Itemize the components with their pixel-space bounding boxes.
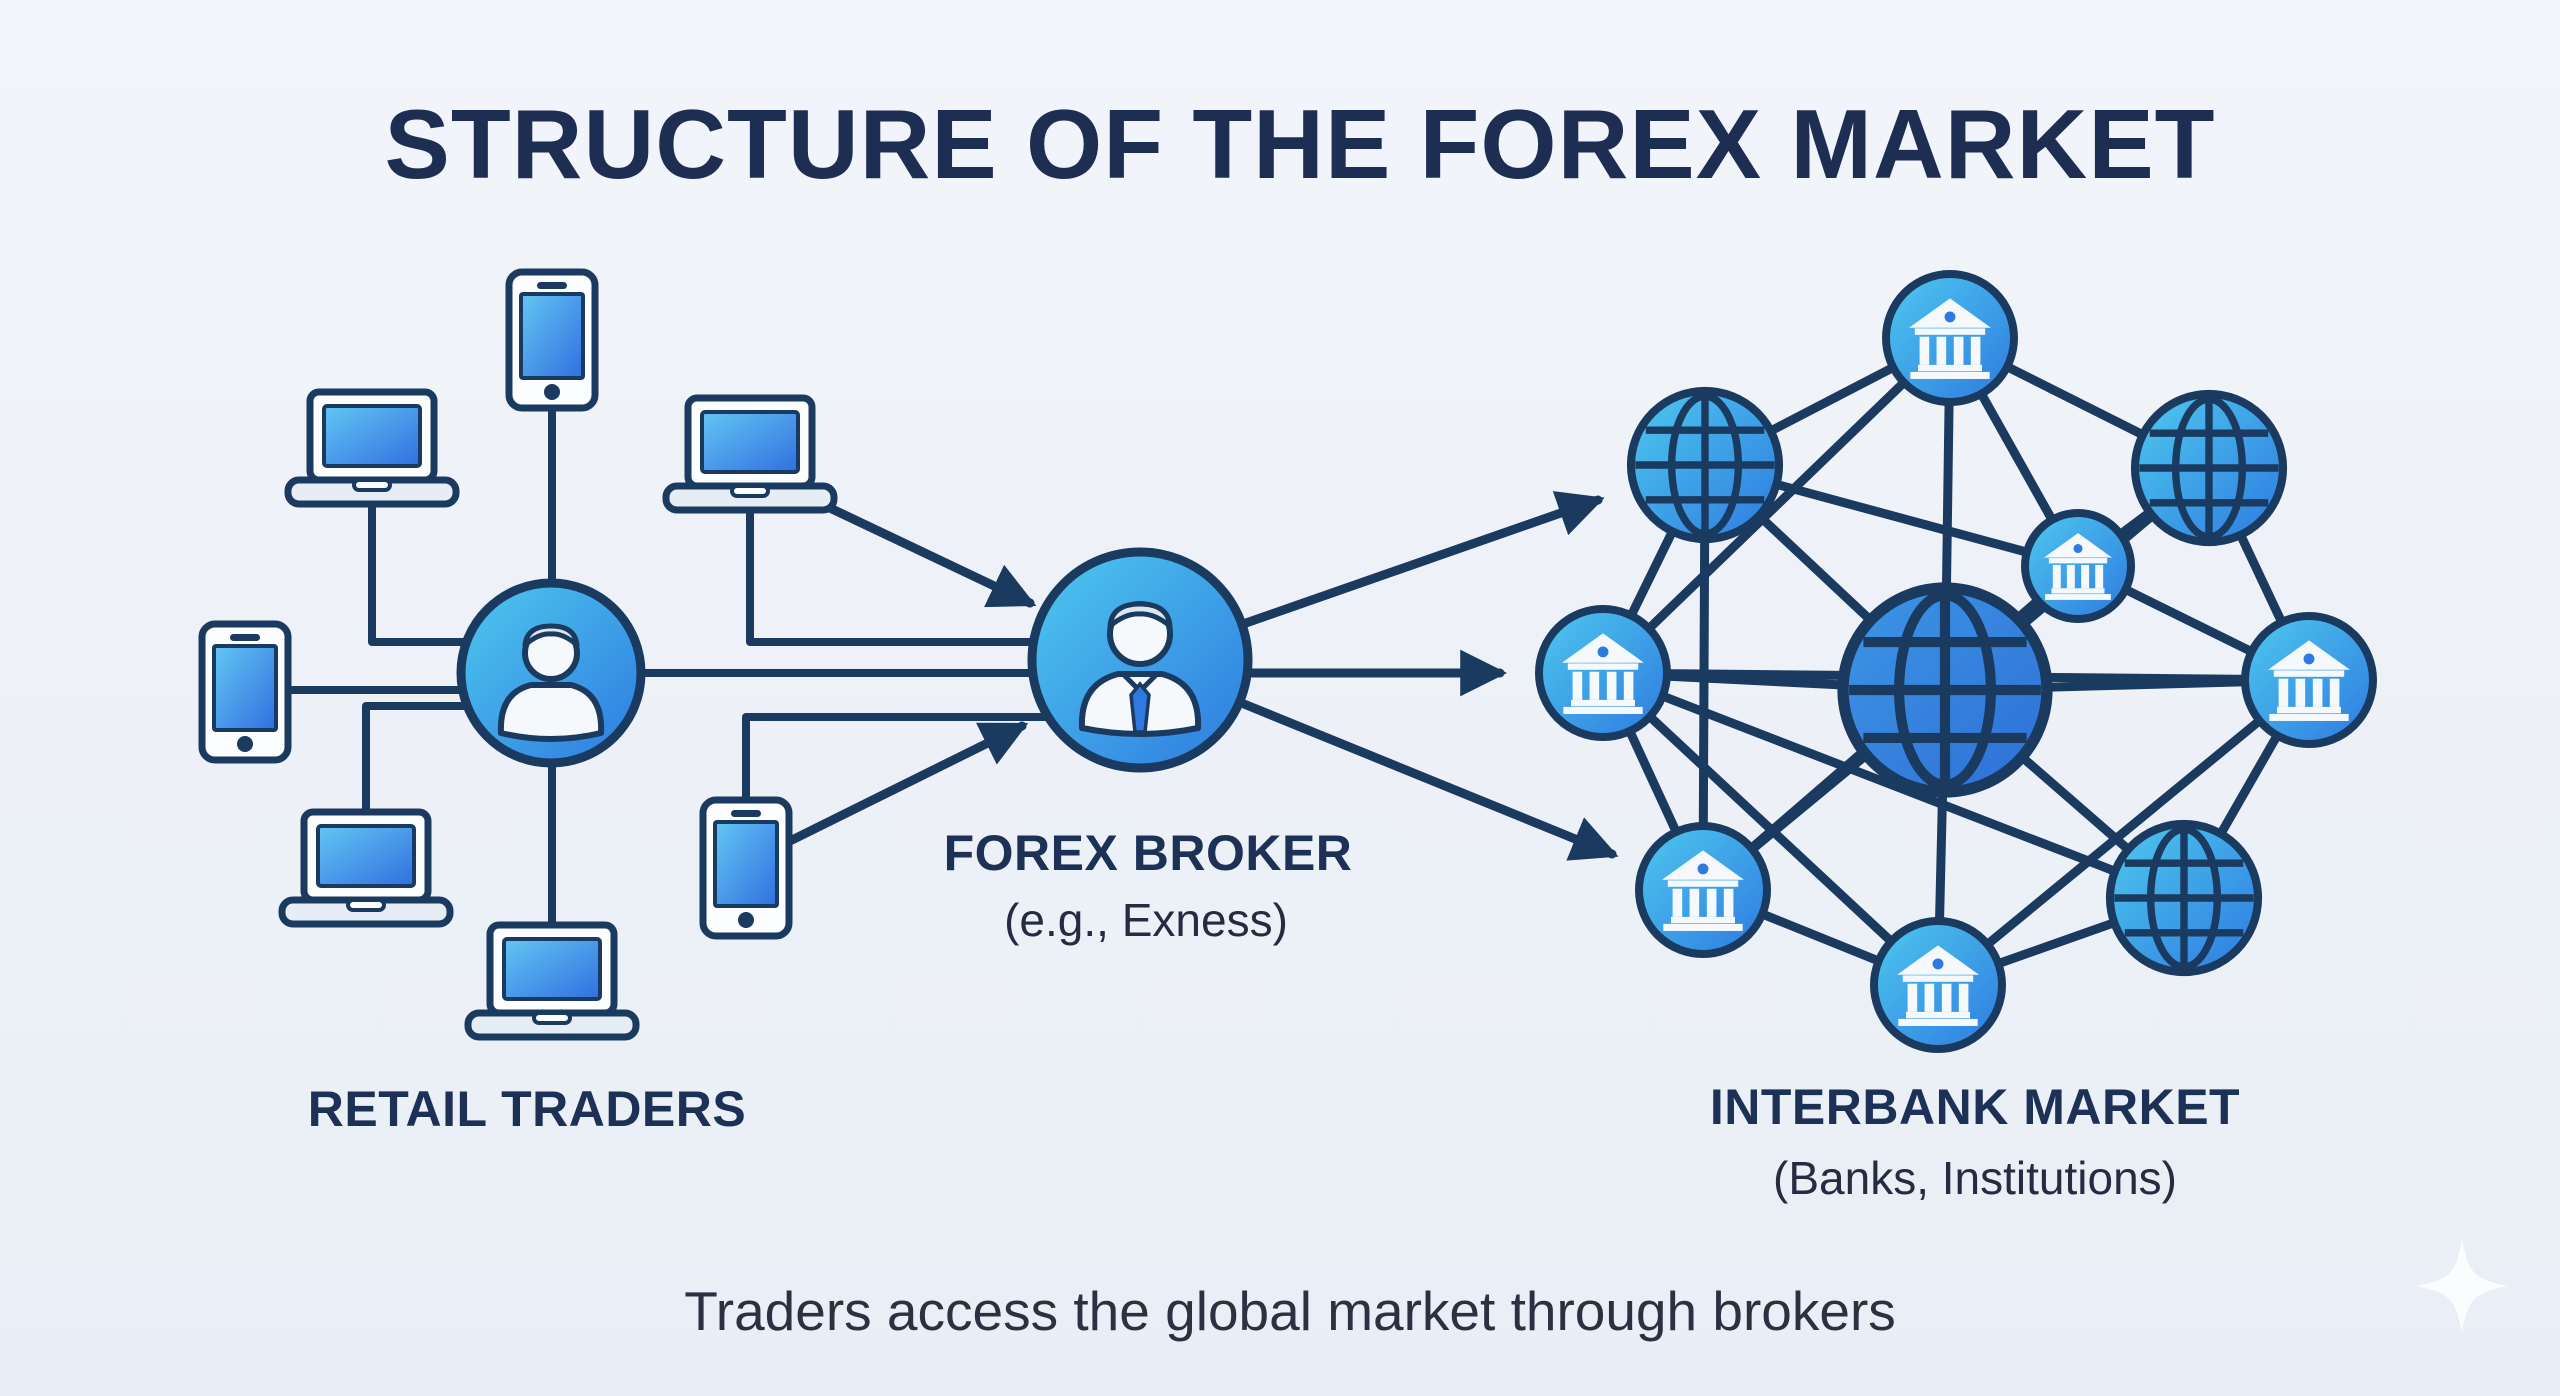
smartphone-icon (198, 620, 292, 764)
interbank-market-label: INTERBANK MARKET (1710, 1079, 2240, 1135)
connector-line (742, 713, 1069, 806)
bank-node bank-icon (1635, 822, 1771, 958)
flow-arrow (787, 721, 1029, 845)
flow-arrow (825, 503, 1037, 608)
flow-arrow (1241, 491, 1605, 628)
laptop-icon (278, 808, 454, 928)
connector-line (362, 702, 509, 822)
flow-arrow (1239, 699, 1619, 861)
laptop-icon (464, 921, 640, 1041)
bank-node bank-icon (1882, 270, 2018, 406)
diagram-labels: STRUCTURE OF THE FOREX MARKET FOREX BROK… (308, 89, 2240, 1342)
retail-hub-avatar person-icon (456, 578, 646, 768)
bank-node bank-icon (1870, 917, 2006, 1053)
globe-center-node globe-icon (1837, 582, 2053, 798)
interbank-sublabel: (Banks, Institutions) (1773, 1152, 2177, 1204)
diagram-nodes (456, 270, 2377, 1053)
globe-node globe-icon (2130, 389, 2288, 547)
network-edge (1933, 675, 2314, 990)
bank-node bank-icon (2241, 612, 2377, 748)
bank-node bank-icon (2021, 509, 2135, 623)
laptop-icon (662, 394, 838, 514)
retail-traders-label: RETAIL TRADERS (308, 1081, 747, 1137)
page-title: STRUCTURE OF THE FOREX MARKET (384, 89, 2215, 199)
broker-avatar business-person-icon (1027, 547, 1253, 773)
footer-caption: Traders access the global market through… (684, 1280, 1896, 1342)
connector-line (746, 508, 1069, 646)
smartphone-icon (505, 268, 599, 412)
retail-devices (198, 268, 838, 1041)
smartphone-icon (699, 796, 793, 940)
retail-connector-lines (286, 404, 1069, 934)
broker-label: FOREX BROKER (944, 825, 1353, 881)
sparkle-icon (2416, 1240, 2508, 1332)
laptop-icon (284, 388, 460, 508)
broker-sublabel: (e.g., Exness) (1004, 894, 1288, 946)
globe-node globe-icon (1626, 386, 1784, 544)
network-edge (1598, 333, 1955, 678)
flow-arrows (787, 491, 1619, 861)
globe-node globe-icon (2105, 819, 2263, 977)
bank-node bank-icon (1535, 605, 1671, 741)
